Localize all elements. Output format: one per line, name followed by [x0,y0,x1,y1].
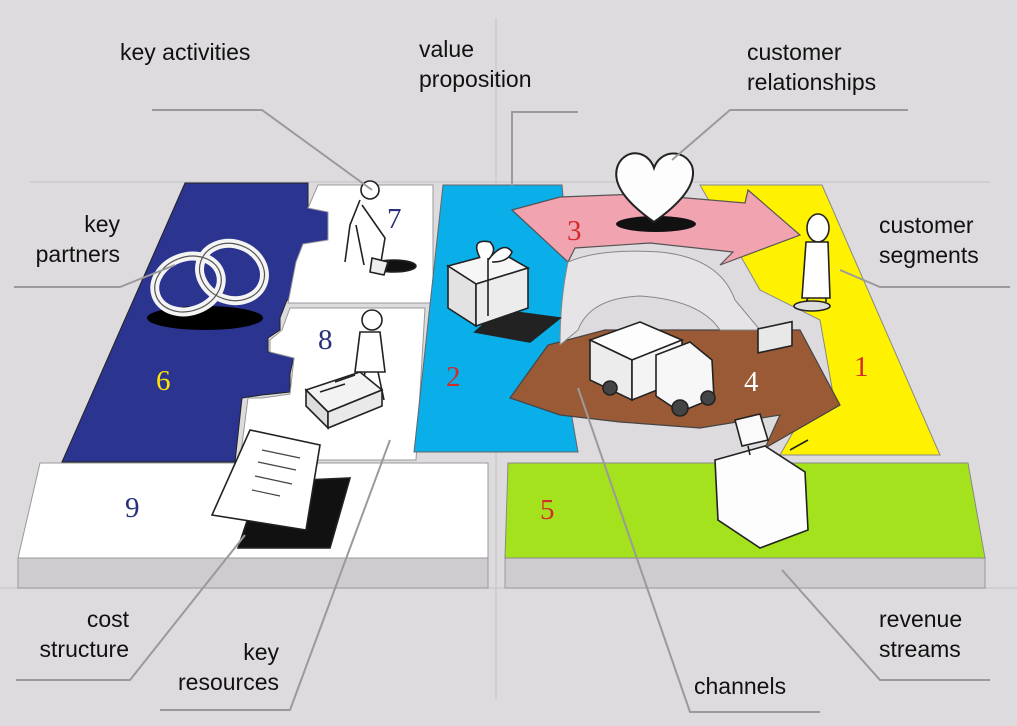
cash-register-icon [714,320,809,549]
digging-person-icon [344,180,417,276]
label-channels: channels [694,673,787,699]
number-value-proposition: 2 [446,361,461,393]
gift-box-icon [446,240,562,343]
cost-slab-side [17,557,489,589]
truck-icon [587,321,716,417]
standing-person-icon [793,213,831,312]
label-key-activities: key activities [120,39,251,65]
revenue-slab-side [504,557,986,589]
number-customer-segments: 1 [854,351,869,383]
number-revenue-streams: 5 [540,494,555,526]
rings-icon [147,238,269,330]
number-key-activities: 7 [387,203,402,235]
number-cost-structure: 9 [125,492,140,524]
leader-lines [14,109,1010,713]
number-key-partners: 6 [156,365,171,397]
working-person-icon [304,309,386,430]
number-key-resources: 8 [318,324,333,356]
inner-ring [559,250,762,347]
document-icon [210,429,352,549]
heart-icon [615,152,696,232]
number-channels: 4 [744,366,759,398]
number-customer-relationships: 3 [567,215,582,247]
